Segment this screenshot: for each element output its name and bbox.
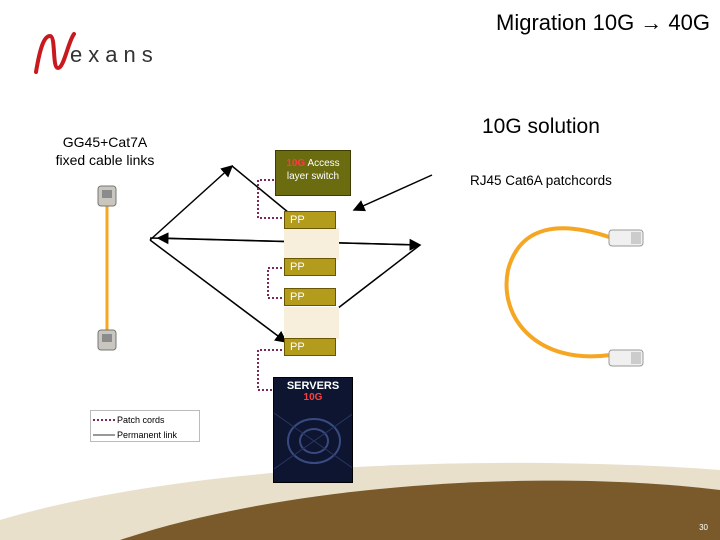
footer-swoosh-dark bbox=[120, 480, 720, 540]
solution-subtitle: 10G solution bbox=[482, 115, 600, 138]
patch-cord-3 bbox=[257, 349, 282, 391]
gg45-label: GG45+Cat7A fixed cable links bbox=[40, 133, 170, 169]
patch-panel: PP bbox=[284, 338, 336, 356]
arrow-gg45-to-pp4 bbox=[149, 239, 288, 343]
gg45-label-line1: GG45+Cat7A bbox=[62, 134, 148, 150]
patch-cord-1 bbox=[257, 179, 282, 219]
legend-patch-cords-label: Patch cords bbox=[117, 414, 165, 425]
switch-speed: 10G bbox=[286, 158, 306, 169]
servers-label: SERVERS bbox=[286, 380, 340, 392]
gg45-connector-icon bbox=[97, 329, 117, 351]
slide-title: Migration 10G → 40G bbox=[496, 10, 710, 35]
switch-line1-rest: Access bbox=[305, 158, 340, 169]
servers-rack: SERVERS 10G bbox=[273, 377, 353, 483]
switch-line2: layer switch bbox=[286, 171, 340, 182]
switch-line1: 10G Access bbox=[276, 157, 350, 170]
legend-item-patch-cords: Patch cords bbox=[91, 413, 199, 426]
patchcord-cable bbox=[504, 226, 613, 359]
patch-panel: PP bbox=[284, 211, 336, 229]
legend-permanent-link-label: Permanent link bbox=[117, 429, 178, 440]
rj45-connector-icon bbox=[608, 349, 644, 367]
arrow-from-rj45-label bbox=[352, 174, 433, 212]
servers-graphic bbox=[274, 412, 352, 470]
solid-line-icon bbox=[93, 433, 115, 436]
gg45-connector-icon bbox=[97, 185, 117, 207]
patch-panel: PP bbox=[284, 258, 336, 276]
rack-shelf bbox=[284, 228, 339, 260]
nexans-logo-icon bbox=[34, 32, 76, 74]
gg45-label-line2: fixed cable links bbox=[55, 152, 155, 168]
legend-item-permanent-link: Permanent link bbox=[91, 428, 199, 441]
servers-speed: 10G bbox=[303, 392, 323, 403]
legend: Patch cords Permanent link bbox=[90, 410, 200, 442]
rj45-label: RJ45 Cat6A patchcords bbox=[470, 173, 612, 188]
arrow-to-switch bbox=[149, 164, 234, 241]
dotted-line-icon bbox=[93, 418, 115, 421]
patch-cord-2 bbox=[267, 267, 282, 299]
patch-panel: PP bbox=[284, 288, 336, 306]
rack-shelf bbox=[284, 307, 339, 339]
page-number: 30 bbox=[699, 523, 708, 532]
logo-text: exans bbox=[70, 42, 159, 67]
rj45-connector-icon bbox=[608, 229, 644, 247]
access-switch: 10G Access layer switch bbox=[275, 150, 351, 196]
